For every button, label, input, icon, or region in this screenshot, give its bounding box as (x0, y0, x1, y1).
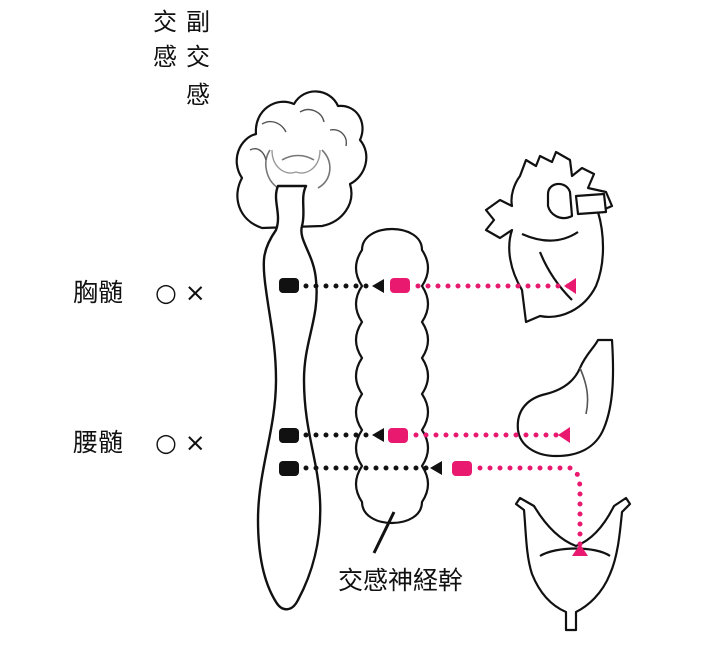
cord-nodes (279, 278, 299, 476)
header-parasympathetic-char-2: 交 (186, 43, 210, 71)
bladder-icon (514, 496, 632, 632)
arrowhead-lumbar-2 (430, 461, 442, 475)
header-parasympathetic-char-1: 副 (186, 8, 210, 36)
row-lumbar-label: 腰髄 (73, 428, 124, 457)
lumbar-cord-node-1 (279, 428, 299, 443)
sympathetic-chain-icon (354, 228, 430, 524)
trunk-label: 交感神経幹 (338, 566, 464, 595)
ganglion-node-bladder (452, 461, 472, 476)
ganglion-node-heart (390, 278, 410, 293)
row-thoracic-label: 胸髄 (73, 278, 124, 307)
trunk-label-leader (372, 511, 396, 554)
stomach-icon (516, 338, 615, 458)
arrowhead-thoracic (372, 279, 384, 293)
spinal-cord-icon (256, 184, 322, 611)
heart-icon (484, 150, 614, 324)
thoracic-cord-node (279, 278, 299, 293)
postganglionic-fibers (413, 283, 583, 551)
arrowhead-lumbar-1 (372, 428, 384, 442)
postganglionic-arrowheads (558, 278, 588, 556)
row-lumbar-marks: ○ × (155, 428, 206, 457)
lumbar-cord-node-2 (279, 461, 299, 476)
brain-icon (235, 90, 368, 230)
arrowhead-bladder (572, 544, 588, 556)
ganglion-nodes (388, 278, 472, 476)
arrowhead-stomach (558, 427, 570, 443)
header-sympathetic-char-1: 交 (153, 8, 177, 36)
row-thoracic-marks: ○ × (155, 278, 206, 307)
preganglionic-fibers (303, 283, 433, 471)
ganglion-node-stomach (388, 428, 408, 443)
header-parasympathetic-char-3: 感 (186, 81, 210, 109)
arrowhead-heart (564, 278, 576, 294)
header-sympathetic-char-2: 感 (153, 43, 177, 71)
preganglionic-arrowheads (372, 279, 442, 475)
